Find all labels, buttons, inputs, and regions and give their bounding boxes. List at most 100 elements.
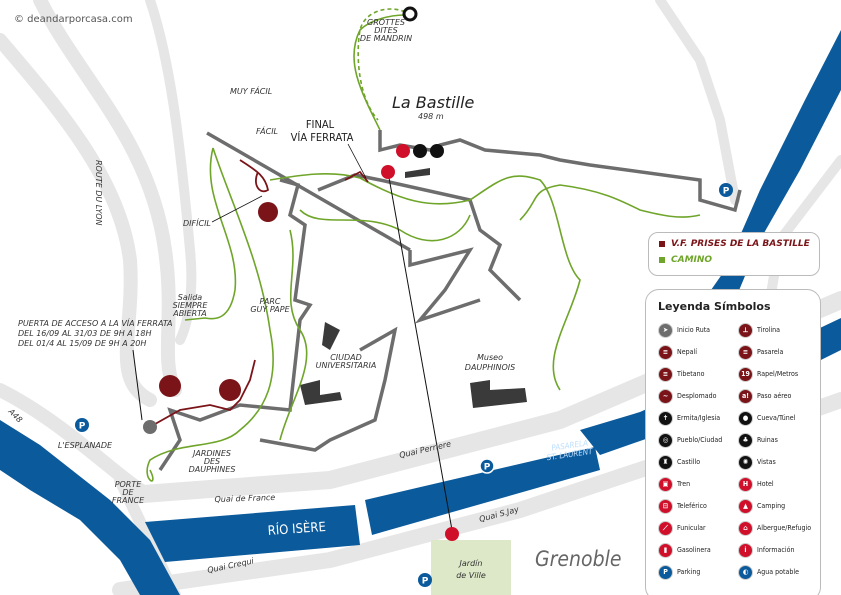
final-via-ferrata-label: FINAL	[306, 118, 335, 131]
legend-item-label: Tibetano	[677, 370, 705, 378]
legend-item-label: Parking	[677, 568, 701, 576]
walking-trails	[146, 8, 701, 482]
ciudad-label: CIUDAD	[330, 353, 362, 362]
legend-item: ≡Pasarela	[738, 343, 828, 361]
legend-item: ●Cueva/Túnel	[738, 409, 828, 427]
legend-item: ✺Vistas	[738, 453, 828, 471]
church-icon: ✝	[658, 410, 673, 426]
ruins-icon: ♣	[738, 432, 753, 448]
info-icon: i	[738, 542, 753, 558]
parking-icons[interactable]	[75, 183, 733, 587]
camino-swatch	[659, 257, 665, 263]
parking-label: P	[422, 577, 429, 587]
overhang-icon	[258, 202, 278, 222]
jardines-label: DAUPHINES	[189, 465, 236, 474]
views-icon: ✺	[738, 454, 753, 470]
train-icon: ▣	[658, 476, 673, 492]
legend-item: ▮ Gasolinera	[658, 541, 738, 559]
legend-item: ♜Castillo	[658, 453, 738, 471]
parking-icon	[479, 458, 495, 474]
fuel-icon: ▮	[658, 542, 673, 558]
final-pointer	[347, 143, 367, 179]
route-du-lyon-label: ROUTE DU LYON	[94, 160, 103, 225]
legend-item-label: Paso aéreo	[757, 392, 792, 400]
town-icon: ◎	[658, 432, 673, 448]
muy-facil-label: MUY FÁCIL	[230, 85, 272, 96]
funicular-icon: ⟋	[658, 520, 673, 536]
esplanade-label: L'ESPLANADE	[58, 441, 113, 450]
access-note: DEL 16/09 AL 31/03 DE 9H A 18H	[18, 329, 152, 338]
access-note: DEL 01/4 AL 15/09 DE 9H A 20H	[18, 339, 146, 348]
grottes-label: DITES	[374, 26, 398, 35]
aerial-pass-icon: a!	[738, 388, 753, 404]
legend-item: ✝ Ermita/Iglesia	[658, 409, 738, 427]
museo-label: Museo	[477, 353, 503, 362]
hotel-icon: H	[738, 476, 753, 492]
legend-item: ▣ Tren	[658, 475, 738, 493]
salida-label: ABIERTA	[172, 309, 207, 318]
rio-isere-label: RÍO ISÈRE	[267, 519, 326, 539]
legend-grid: ➤Inicio Ruta⟂Tirolina≡Nepalí≡Pasarela≡Ti…	[658, 321, 820, 581]
info-icon	[396, 144, 410, 158]
legend-item-label: Pueblo/Ciudad	[677, 436, 723, 444]
cable-car-icon	[381, 165, 395, 179]
jardin-de-ville-label: Jardín	[458, 559, 483, 568]
legend-item-label: Teleférico	[677, 502, 707, 510]
legend-item: ⌂Albergue/Refugio	[738, 519, 828, 537]
parking-icon	[719, 183, 733, 197]
via-ferrata-swatch	[659, 241, 665, 247]
legend-item-label: Hotel	[757, 480, 774, 488]
nepal-bridge-icon: ≡	[658, 344, 673, 360]
legend-item: ◐Agua potable	[738, 563, 828, 581]
legend-item-label: Ermita/Iglesia	[677, 414, 721, 422]
tibetan-bridge-icon: ≡	[658, 366, 673, 382]
parc-label: GUY PAPE	[250, 305, 290, 314]
jardines-label: JARDINES	[191, 449, 231, 458]
legend-item: a! Paso aéreo	[738, 387, 828, 405]
legend-item: ⟋ Funicular	[658, 519, 738, 537]
legend-item: ~ Desplomado	[658, 387, 738, 405]
legend-item-label: Castillo	[677, 458, 701, 466]
quai-de-france-label: Quai de France	[214, 493, 275, 504]
legend-item-label: Funicular	[677, 524, 706, 532]
zipline-icon: ⟂	[738, 322, 753, 338]
legend-item-label: Tren	[677, 480, 691, 488]
overhang-icon: ~	[658, 388, 673, 404]
fortification-walls	[158, 130, 742, 471]
legend-item: ≡ Tibetano	[658, 365, 738, 383]
legend-item-label: Tirolina	[757, 326, 781, 334]
dificil-pointer	[211, 195, 263, 223]
ciudad-label: UNIVERSITARIA	[316, 361, 377, 370]
cave-icon	[402, 6, 418, 22]
dificil-label: DIFÍCIL	[183, 217, 211, 228]
access-note: PUERTA DE ACCESO A LA VÍA FERRATA	[18, 317, 172, 328]
legend-item: ⟂ Tirolina	[738, 321, 828, 339]
routes-legend-item-camino: CAMINO	[659, 255, 819, 265]
salida-label: Salida	[178, 293, 203, 302]
legend-item-label: Ruinas	[757, 436, 778, 444]
legend-item-label: Gasolinera	[677, 546, 711, 554]
cable-car-icon	[445, 527, 459, 541]
nepal-bridge-icon	[159, 375, 181, 397]
final-via-ferrata-label: VÍA FERRATA	[291, 131, 354, 144]
jardin-de-ville-label: de Ville	[456, 571, 486, 580]
legend-item-label: Camping	[757, 502, 786, 510]
legend-item-label: Inicio Ruta	[677, 326, 711, 334]
legend-item: ▲Camping	[738, 497, 828, 515]
legend-item-label: Agua potable	[757, 568, 799, 576]
legend-item-label: Desplomado	[677, 392, 717, 400]
views-icon	[430, 144, 444, 158]
cave-icon: ●	[738, 410, 753, 426]
legend-item: H Hotel	[738, 475, 828, 493]
routes-legend-item-via-ferrata: V.F. PRISES DE LA BASTILLE	[659, 239, 819, 249]
camino-legend-label: CAMINO	[671, 255, 713, 265]
parking-icon	[75, 418, 89, 432]
grottes-label: DE MANDRIN	[360, 34, 412, 43]
legend-item-label: Rapel/Metros	[757, 370, 799, 378]
via-ferrata-route	[147, 159, 369, 429]
access-note-pointer	[132, 349, 143, 421]
